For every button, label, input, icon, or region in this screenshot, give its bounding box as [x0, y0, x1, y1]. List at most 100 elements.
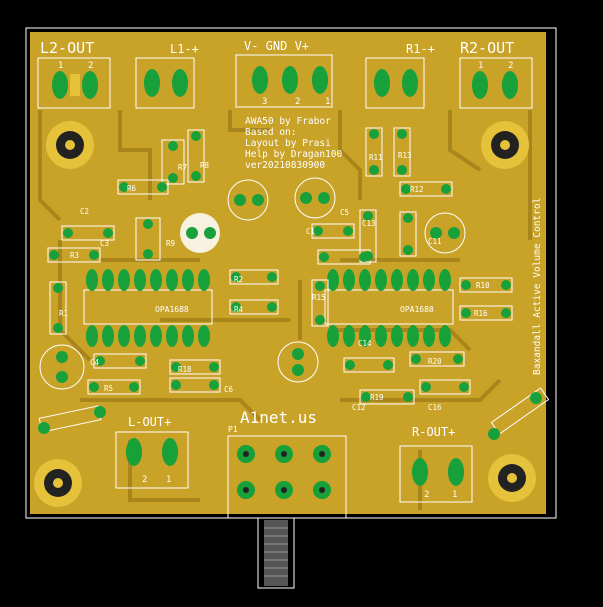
svg-text:AWA50 by Frabor: AWA50 by Frabor	[245, 116, 331, 127]
svg-text:Based on:: Based on:	[245, 127, 296, 138]
opamp-pad	[343, 325, 355, 347]
opamp-pad	[166, 325, 178, 347]
svg-text:R6: R6	[127, 184, 137, 193]
svg-text:R5: R5	[104, 384, 113, 393]
opamp-pad	[182, 269, 194, 291]
capacitor-bottom-left	[39, 344, 85, 390]
connector-l2-out: L2-OUT 1 2	[37, 39, 111, 109]
opamp-pad	[439, 325, 451, 347]
svg-text:C12: C12	[352, 403, 366, 412]
svg-text:C3: C3	[100, 239, 109, 248]
opamp-pad	[407, 269, 419, 291]
svg-text:R1-+: R1-+	[406, 42, 435, 56]
svg-text:1: 1	[58, 61, 63, 71]
svg-text:C6: C6	[224, 385, 234, 394]
svg-text:R9: R9	[166, 239, 175, 248]
opamp-pad	[118, 325, 130, 347]
svg-text:R8: R8	[200, 161, 210, 170]
connector-l-out-title: L-OUT+	[128, 415, 171, 429]
opamp-pad	[166, 269, 178, 291]
opamp-pad	[86, 325, 98, 347]
opamp-pad	[327, 269, 339, 291]
svg-text:C16: C16	[428, 403, 442, 412]
connector-r-out: R-OUT+ 2 1	[399, 425, 473, 503]
mount-hole-bottom-left	[34, 459, 82, 507]
opamp-pad	[375, 325, 387, 347]
svg-text:3: 3	[262, 97, 267, 107]
opamp-pad	[423, 325, 435, 347]
capacitor-center	[277, 341, 319, 383]
opamp-pad	[150, 269, 162, 291]
capacitor-left-mid	[180, 213, 220, 253]
connector-power: V- GND V+ 3 2 1	[235, 39, 333, 108]
opamp-pad	[391, 325, 403, 347]
svg-text:R10: R10	[476, 281, 490, 290]
opamp-pad	[391, 269, 403, 291]
opamp-pad	[359, 325, 371, 347]
opamp-pad	[439, 269, 451, 291]
brand-text: A1net.us	[240, 408, 317, 427]
opamp-pad	[198, 269, 210, 291]
svg-text:V- GND V+: V- GND V+	[244, 39, 309, 53]
svg-text:R16: R16	[474, 309, 488, 318]
opamp-pad	[359, 269, 371, 291]
opamp-left: OPA1688	[83, 289, 213, 325]
opamp-pad	[198, 325, 210, 347]
svg-text:R3: R3	[70, 251, 79, 260]
connector-r2-out-title: R2-OUT	[460, 39, 514, 57]
capacitor-c5-large	[294, 177, 336, 219]
potentiometer-p1: P1	[227, 425, 347, 519]
svg-text:Help by Dragan100: Help by Dragan100	[245, 149, 343, 160]
opamp-pad	[182, 325, 194, 347]
svg-text:R18: R18	[178, 365, 192, 374]
mount-hole-top-right	[481, 121, 529, 169]
svg-text:1: 1	[166, 475, 171, 485]
svg-text:C14: C14	[358, 339, 372, 348]
svg-text:OPA1688: OPA1688	[155, 305, 189, 314]
svg-text:C5: C5	[340, 208, 349, 217]
potentiometer-shaft	[257, 517, 295, 589]
opamp-pad	[343, 269, 355, 291]
opamp-pad	[407, 325, 419, 347]
svg-text:2: 2	[424, 490, 429, 500]
opamp-pad	[150, 325, 162, 347]
connector-r2-out: R2-OUT 1 2	[459, 39, 533, 109]
connector-l1: L1-+	[135, 42, 199, 109]
svg-text:R2: R2	[234, 275, 243, 284]
passive-pads	[38, 129, 542, 440]
svg-text:R20: R20	[428, 357, 442, 366]
opamp-pad	[86, 269, 98, 291]
svg-text:R15: R15	[312, 293, 326, 302]
connector-r1: R1-+	[365, 42, 435, 109]
opamp-pad	[134, 269, 146, 291]
opamp-pad	[102, 269, 114, 291]
connector-r-out-title: R-OUT+	[412, 425, 455, 439]
svg-text:R11: R11	[369, 153, 383, 162]
resistor-outlines	[38, 127, 550, 435]
opamp-pads	[86, 269, 451, 347]
svg-text:R7: R7	[178, 163, 187, 172]
svg-text:2: 2	[142, 475, 147, 485]
svg-text:1: 1	[325, 97, 330, 107]
designator-labels: R6 R7 R8 R9 C2 C3 R3 R1 R2 R4 C4 R5 C6 R…	[59, 151, 490, 412]
svg-text:Layout by Prasi: Layout by Prasi	[245, 138, 331, 149]
opamp-pad	[118, 269, 130, 291]
mount-hole-top-left	[46, 121, 94, 169]
svg-text:R4: R4	[234, 305, 244, 314]
credits-text: AWA50 by Frabor Based on: Layout by Pras…	[245, 116, 343, 171]
svg-text:ver20210830900: ver20210830900	[245, 160, 325, 171]
connector-l2-out-title: L2-OUT	[40, 39, 94, 57]
svg-text:L1-+: L1-+	[170, 42, 199, 56]
svg-text:C1: C1	[306, 227, 315, 236]
svg-text:2: 2	[88, 61, 93, 71]
connector-l-out: L-OUT+ 2 1	[115, 415, 189, 489]
opamp-pad	[423, 269, 435, 291]
svg-text:C2: C2	[80, 207, 89, 216]
svg-text:1: 1	[452, 490, 457, 500]
svg-text:1: 1	[478, 61, 483, 71]
opamp-pad	[327, 325, 339, 347]
svg-text:2: 2	[508, 61, 513, 71]
opamp-right: OPA1688	[324, 289, 454, 325]
svg-text:C13: C13	[362, 219, 376, 228]
